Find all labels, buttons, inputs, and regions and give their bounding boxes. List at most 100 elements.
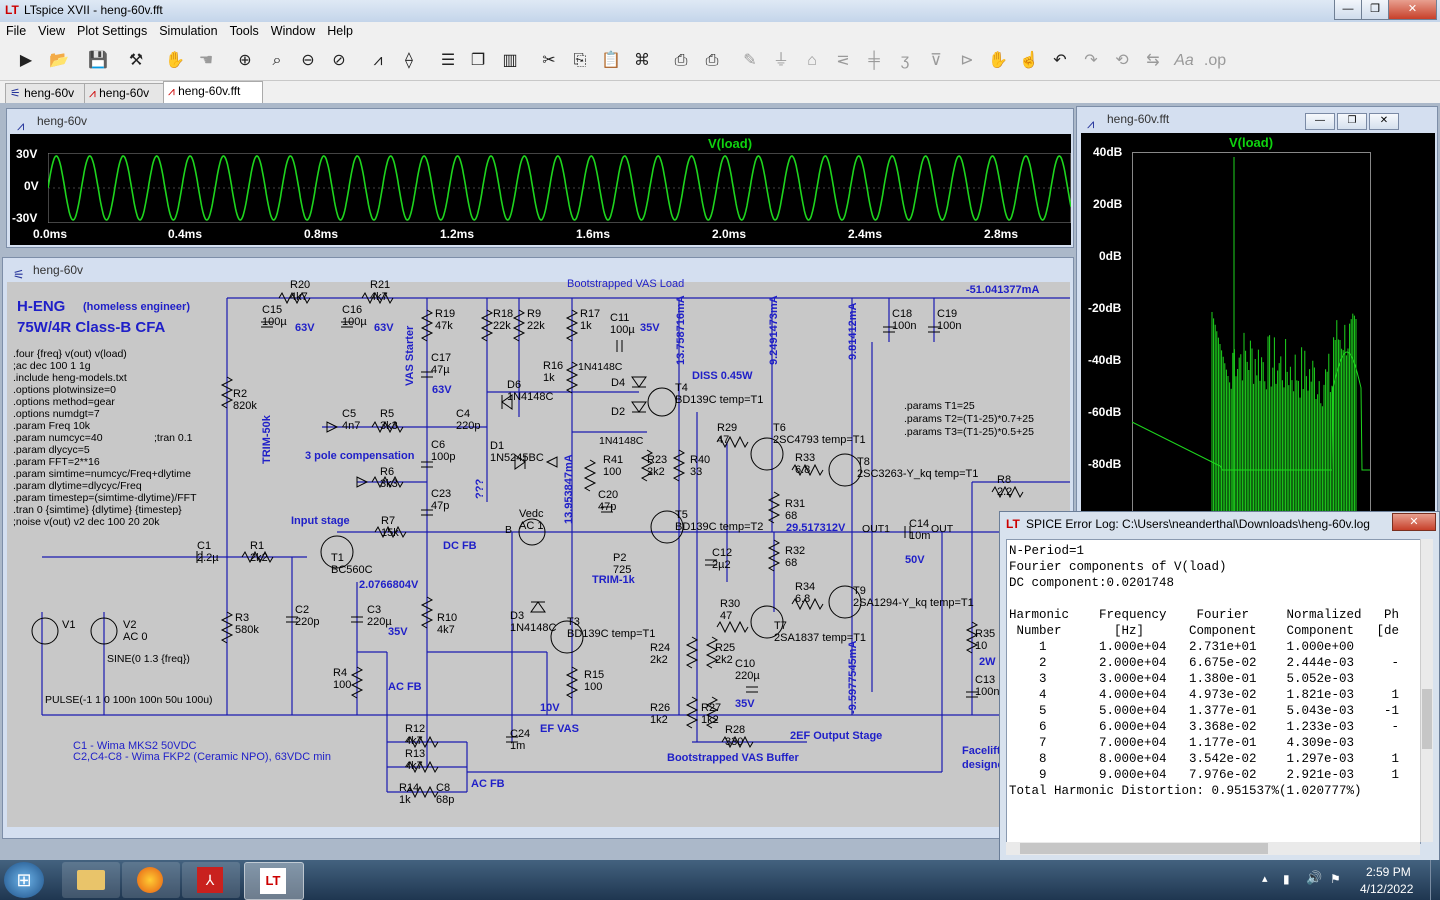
spice-directive-icon[interactable]: .op <box>1203 52 1227 69</box>
v2-sine[interactable]: SINE(0 1.3 {freq}) <box>107 653 190 665</box>
resistor-icon[interactable]: ⋜ <box>836 52 850 69</box>
network-icon[interactable]: ▮ <box>1283 872 1290 886</box>
param-directive[interactable]: .params T2=(T1-25)*0.7+25 <box>904 413 1034 425</box>
tile-vertical-icon[interactable]: ▥ <box>502 52 518 69</box>
trace-title[interactable]: V(load) <box>1229 135 1274 150</box>
spice-directives[interactable]: .four {freq} v(out) v(load) ;ac dec 100 … <box>13 348 197 528</box>
tile-horizontal-icon[interactable]: ☰ <box>440 52 456 69</box>
fft-plot[interactable]: V(load) 40dB 20dB 0dB -20dB -40dB -60dB … <box>1081 133 1435 515</box>
menu-simulation[interactable]: Simulation <box>159 24 218 38</box>
vertical-scrollbar[interactable] <box>1420 539 1433 842</box>
clock-date[interactable]: 4/12/2022 <box>1360 882 1414 896</box>
mirror-icon[interactable]: ⇆ <box>1146 52 1160 69</box>
tray-arrow-icon[interactable]: ▴ <box>1262 873 1268 885</box>
menu-window[interactable]: Window <box>270 24 316 38</box>
cut-icon[interactable]: ✂ <box>542 52 556 69</box>
move-icon[interactable]: ✋ <box>988 52 1008 69</box>
ltspice-taskbar-icon[interactable]: LT <box>244 862 304 900</box>
node-out1[interactable]: OUT1 <box>862 523 891 535</box>
action-center-icon[interactable]: ⚑ <box>1330 872 1341 886</box>
menu-help[interactable]: Help <box>327 24 353 38</box>
control-panel-icon[interactable]: ⚒ <box>128 52 144 69</box>
v1-pulse[interactable]: PULSE(-1 1 0 100n 100n 50u 100u) <box>45 694 213 706</box>
minimize-button[interactable]: — <box>1305 113 1335 130</box>
close-button[interactable]: ✕ <box>1392 513 1436 531</box>
param-directive[interactable]: .params T3=(T1-25)*0.5+25 <box>904 426 1034 438</box>
rotate-icon[interactable]: ⟲ <box>1115 52 1129 69</box>
redo-icon[interactable]: ↷ <box>1084 52 1098 69</box>
inductor-icon[interactable]: ʒ <box>900 52 910 69</box>
paste-icon[interactable]: 📋 <box>601 52 621 69</box>
tab-waveform[interactable]: ⩘ heng-60v <box>84 83 171 103</box>
component-d4[interactable]: D4 <box>611 377 625 389</box>
waveform-window[interactable]: ⩘heng-60v V(load) 30V 0V -30V 0.0ms 0.4m… <box>6 108 1074 248</box>
pan-icon[interactable]: ☚ <box>198 52 214 69</box>
zoom-out-icon[interactable]: ⊖ <box>301 52 315 69</box>
menu-file[interactable]: File <box>6 24 27 38</box>
firefox-taskbar-icon[interactable] <box>122 862 180 898</box>
label-icon[interactable]: ⌂ <box>807 52 817 69</box>
text-icon[interactable]: Aa <box>1174 52 1194 69</box>
wire-icon[interactable]: ✎ <box>743 52 757 69</box>
run-icon[interactable]: ▶ <box>19 52 33 69</box>
zoom-full-icon[interactable]: ⌕ <box>272 52 282 69</box>
component-icon[interactable]: ⊳ <box>960 52 974 69</box>
undo-icon[interactable]: ↶ <box>1053 52 1067 69</box>
menu-plot-settings[interactable]: Plot Settings <box>77 24 148 38</box>
param-directive[interactable]: .params T1=25 <box>904 400 975 412</box>
drag-icon[interactable]: ☝ <box>1019 52 1039 69</box>
maximize-button[interactable]: ❐ <box>1337 113 1367 130</box>
minimize-button[interactable]: — <box>1334 0 1362 20</box>
autorange-icon[interactable]: ⩘ <box>373 52 383 69</box>
diode-model[interactable]: 1N4148C <box>578 361 623 373</box>
find-icon[interactable]: ⌘ <box>634 52 650 69</box>
print-setup-icon[interactable]: ⎙ <box>705 52 719 69</box>
menu-tools[interactable]: Tools <box>229 24 259 38</box>
diode-model[interactable]: 1N4148C <box>599 435 644 447</box>
close-button[interactable]: ✕ <box>1388 0 1437 20</box>
